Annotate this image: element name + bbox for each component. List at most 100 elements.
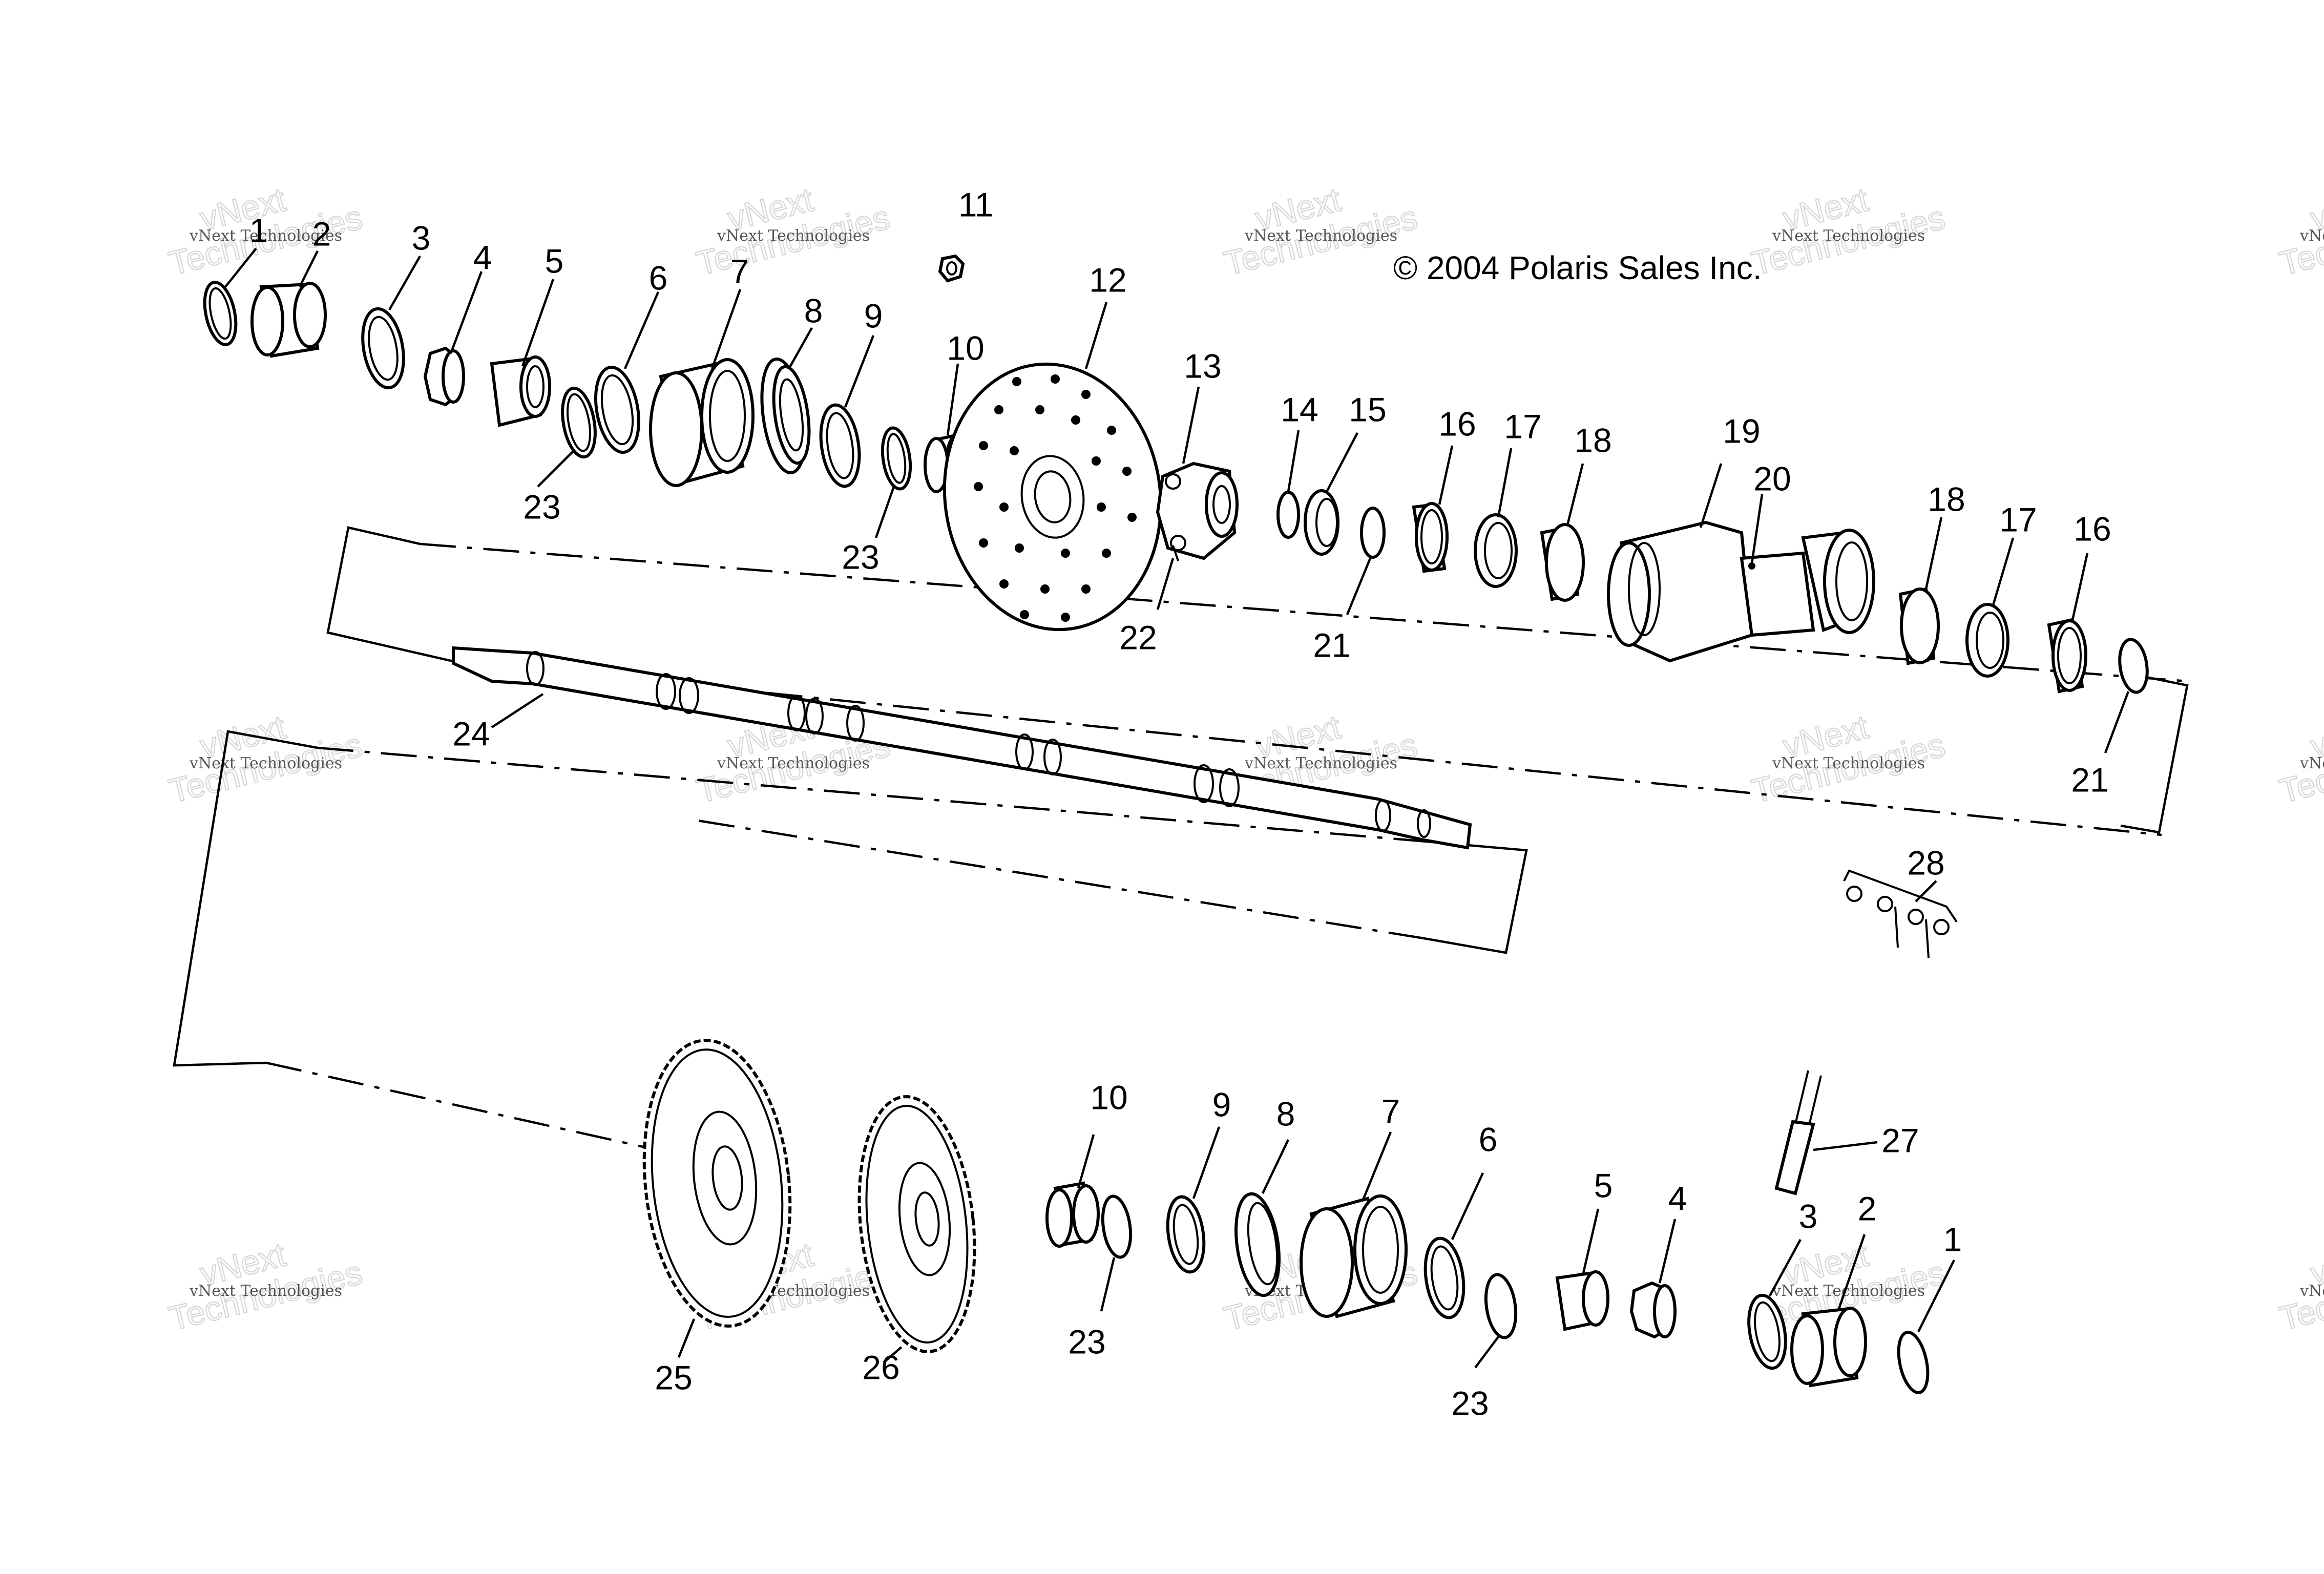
callout-11: 11	[958, 185, 994, 223]
watermark: vNext Technologies vNext Technologies	[164, 1235, 366, 1338]
lower-dash-inner	[691, 818, 1425, 940]
callout-27: 27	[1881, 1121, 1919, 1159]
sprocket-small-part	[857, 1095, 976, 1353]
watermark: vNext Technologies vNext Technologies	[2275, 180, 2324, 283]
lower-bracket-right	[1408, 838, 1528, 954]
callout-6: 6	[649, 259, 668, 297]
svg-text:vNext Technologies: vNext Technologies	[717, 227, 870, 245]
washer-part	[361, 307, 405, 390]
o-ring-part	[2118, 638, 2149, 694]
callout-9: 9	[864, 297, 883, 334]
callout-18: 18	[1928, 480, 1965, 518]
lower-dash-top	[317, 746, 1409, 842]
stud-part	[1172, 545, 1179, 561]
callout-8: 8	[804, 291, 823, 329]
lower-dash-bottom	[266, 1061, 646, 1149]
svg-text:vNext Technologies: vNext Technologies	[189, 1282, 342, 1300]
callout-13: 13	[1184, 347, 1221, 385]
svg-text:vNext Technologies: vNext Technologies	[1772, 1282, 1925, 1300]
callout-17: 17	[1504, 407, 1541, 445]
callout-23: 23	[1451, 1384, 1489, 1422]
callout-25: 25	[655, 1358, 692, 1396]
upper-parts	[203, 254, 2149, 694]
seal-part	[1304, 489, 1339, 556]
seal-part	[1234, 1192, 1281, 1297]
callout-23: 23	[842, 538, 879, 576]
washer-part	[594, 365, 641, 454]
callout-24: 24	[452, 715, 490, 752]
callout-7: 7	[1381, 1092, 1400, 1130]
bushing-part	[1790, 1307, 1867, 1388]
ring-part	[1540, 523, 1585, 602]
callout-6: 6	[1479, 1120, 1498, 1158]
leader-lines	[224, 247, 2130, 1369]
callout-1: 1	[1943, 1220, 1962, 1258]
nut-part	[423, 346, 465, 407]
callout-22: 22	[1119, 618, 1157, 656]
svg-text:vNext Technologies: vNext Technologies	[1244, 227, 1397, 245]
washer-part	[1423, 1236, 1465, 1319]
callout-16: 16	[2074, 510, 2111, 548]
washer-part	[1166, 1195, 1206, 1274]
o-ring-part	[1101, 1194, 1133, 1259]
callout-5: 5	[545, 242, 564, 280]
copyright-notice: © 2004 Polaris Sales Inc.	[1393, 249, 1762, 286]
o-ring-part	[1276, 491, 1300, 539]
callout-17: 17	[1999, 500, 2037, 538]
watermark: vNext Technologies vNext Technologies	[1747, 180, 1949, 283]
axle-shaft-part	[452, 646, 1472, 850]
carrier-housing-part	[1607, 520, 1875, 663]
upper-dash-top	[420, 542, 2188, 683]
callout-26: 26	[862, 1348, 899, 1386]
callout-28: 28	[1907, 844, 1944, 882]
bearing-part	[1474, 513, 1518, 588]
callout-5: 5	[1594, 1166, 1613, 1204]
fastener-kit-part	[1843, 869, 1958, 958]
callout-23: 23	[523, 488, 560, 526]
callout-2: 2	[1858, 1189, 1877, 1227]
upper-bracket-left	[326, 526, 451, 662]
callout-10: 10	[947, 329, 984, 367]
callout-14: 14	[1281, 390, 1318, 428]
bearing-housing-part	[649, 358, 755, 487]
callout-23: 23	[1068, 1323, 1105, 1360]
snap-ring-part	[1897, 1331, 1930, 1394]
callout-3: 3	[412, 219, 431, 257]
bearing-part	[490, 355, 551, 427]
nut-part	[1629, 1281, 1677, 1339]
callout-4: 4	[473, 238, 492, 276]
watermark: vNext Technologies vNext Technologies	[692, 180, 894, 283]
disc-holes	[974, 374, 1137, 622]
o-ring-part	[1360, 507, 1386, 559]
o-ring-part	[561, 386, 597, 459]
watermark: vNext Technologies vNext Technologies	[164, 707, 366, 811]
callout-labels: 1 2 3 4 5 6 7 8 9 10 11 12 13 14 15 16 1…	[249, 185, 2111, 1422]
callout-18: 18	[1574, 421, 1611, 459]
svg-text:vNext Technologies: vNext Technologies	[717, 754, 870, 772]
lower-bracket-left	[173, 730, 318, 1067]
svg-text:vNext Technologies: vNext Technologies	[2299, 227, 2324, 245]
callout-3: 3	[1799, 1197, 1818, 1235]
watermark: vNext Technologies vNext Technologies	[2275, 707, 2324, 811]
svg-text:vNext Technologies: vNext Technologies	[189, 227, 342, 245]
callout-10: 10	[1090, 1078, 1127, 1116]
spacer-part	[2047, 618, 2087, 694]
o-ring-part	[1484, 1273, 1518, 1339]
svg-text:vNext Technologies: vNext Technologies	[189, 754, 342, 772]
callout-19: 19	[1723, 412, 1760, 450]
callout-2: 2	[312, 215, 331, 253]
spacer-part	[1412, 502, 1449, 573]
svg-text:vNext Technologies: vNext Technologies	[1772, 754, 1925, 772]
watermark: vNext Technologies vNext Technologies	[1220, 180, 1421, 283]
svg-text:vNext Technologies: vNext Technologies	[2299, 754, 2324, 772]
bearing-part	[1965, 603, 2009, 678]
callout-7: 7	[730, 252, 749, 290]
seal-part	[760, 357, 811, 475]
bearing-part	[1555, 1270, 1609, 1331]
hub-part	[1156, 461, 1239, 560]
snap-ring-part	[203, 281, 238, 346]
callout-1: 1	[249, 211, 268, 249]
callout-4: 4	[1668, 1179, 1687, 1217]
upper-bracket-right	[2120, 676, 2189, 834]
